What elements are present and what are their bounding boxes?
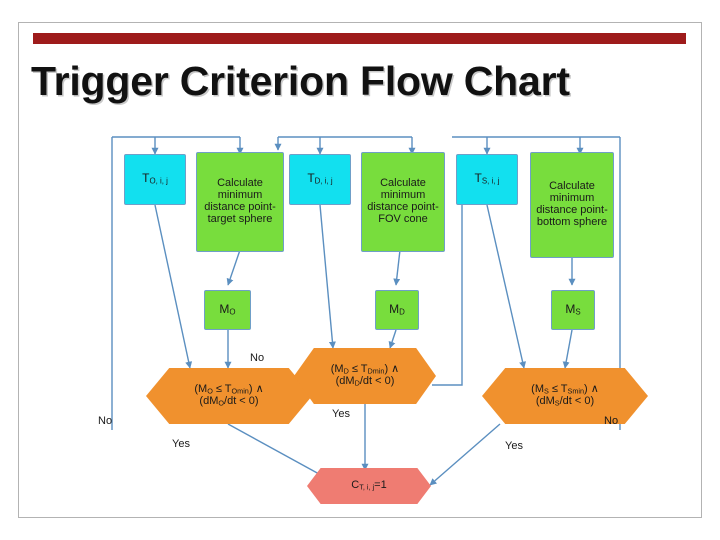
process-box-bottom-sphere[interactable]: Calculate minimum distance point- bottom… — [530, 152, 614, 258]
title-accent-bar — [33, 33, 686, 44]
metric-box-bottom-sphere[interactable]: MS — [551, 290, 595, 330]
edge-label-no-target-sphere: No — [98, 415, 113, 427]
edge-label-yes-bottom-sphere: Yes — [505, 440, 523, 452]
decision-label-bottom-sphere: (MS ≤ TSmin) ∧ (dMS/dt < 0) — [531, 383, 599, 408]
input-box-bottom-sphere[interactable]: TS, i, j — [456, 154, 518, 205]
input-label-fov-cone: TD, i, j — [307, 171, 333, 187]
edge-label-no-fov-cone: No — [250, 352, 265, 364]
process-label-target-sphere: Calculate minimum distance point- target… — [204, 177, 276, 225]
process-box-fov-cone[interactable]: Calculate minimum distance point- FOV co… — [361, 152, 445, 252]
input-label-bottom-sphere: TS, i, j — [474, 171, 500, 187]
edge-label-yes-target-sphere: Yes — [172, 438, 190, 450]
result-hex-trigger[interactable]: CT, i, j=1 — [307, 468, 431, 504]
input-box-fov-cone[interactable]: TD, i, j — [289, 154, 351, 205]
page-title: Trigger Criterion Flow Chart — [31, 58, 570, 104]
result-label: CT, i, j=1 — [351, 479, 387, 492]
metric-label-target-sphere: MO — [219, 301, 236, 317]
metric-box-fov-cone[interactable]: MD — [375, 290, 419, 330]
input-box-target-sphere[interactable]: TO, i, j — [124, 154, 186, 205]
input-label-target-sphere: TO, i, j — [142, 171, 168, 187]
metric-label-fov-cone: MD — [389, 301, 405, 317]
metric-box-target-sphere[interactable]: MO — [204, 290, 251, 330]
process-label-bottom-sphere: Calculate minimum distance point- bottom… — [536, 180, 608, 228]
decision-label-fov-cone: (MD ≤ TDmin) ∧ (dMD/dt < 0) — [330, 363, 400, 388]
process-label-fov-cone: Calculate minimum distance point- FOV co… — [367, 177, 439, 225]
metric-label-bottom-sphere: MS — [565, 301, 581, 317]
decision-label-target-sphere: (MO ≤ TOmin) ∧ (dMO/dt < 0) — [194, 383, 264, 408]
process-box-target-sphere[interactable]: Calculate minimum distance point- target… — [196, 152, 284, 252]
decision-hex-fov-cone[interactable]: (MD ≤ TDmin) ∧ (dMD/dt < 0) — [294, 348, 436, 404]
decision-hex-target-sphere[interactable]: (MO ≤ TOmin) ∧ (dMO/dt < 0) — [146, 368, 312, 424]
edge-label-yes-fov-cone: Yes — [332, 408, 350, 420]
edge-label-no-bottom-sphere: No — [604, 415, 619, 427]
slide-canvas — [18, 22, 702, 518]
decision-hex-bottom-sphere[interactable]: (MS ≤ TSmin) ∧ (dMS/dt < 0) — [482, 368, 648, 424]
